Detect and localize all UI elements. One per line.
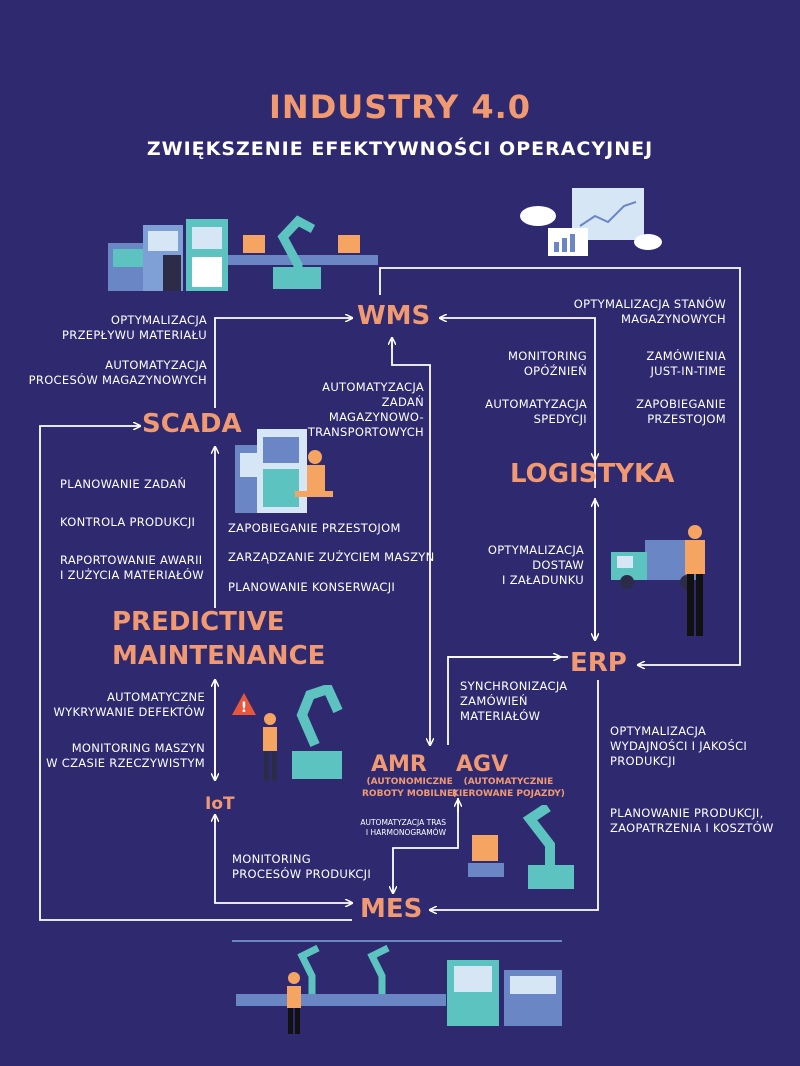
page-subtitle: ZWIĘKSZENIE EFEKTYWNOŚCI OPERACYJNEJ (146, 138, 654, 160)
label-monitoring-procesow: MONITORING PROCESÓW PRODUKCJI (232, 852, 372, 881)
cloud-dashboard-icon (520, 188, 662, 256)
label-zarzadzanie-zuzyciem: ZARZĄDZANIE ZUŻYCIEM MASZYN (228, 550, 435, 564)
label-autom-wykrywanie: AUTOMATYCZNE WYKRYWANIE DEFEKTÓW (53, 690, 205, 719)
node-mes: MES (360, 894, 423, 924)
label-synchronizacja: SYNCHRONIZACJA ZAMÓWIEŃ MATERIAŁÓW (460, 679, 568, 723)
operator-workstation-icon (235, 429, 333, 513)
svg-text:!: ! (241, 700, 247, 716)
label-planowanie-zadan: PLANOWANIE ZADAŃ (60, 477, 187, 491)
node-wms: WMS (357, 301, 431, 331)
node-iot: IoT (205, 794, 235, 814)
node-agv: AGV (456, 752, 509, 777)
label-zapobieganie-przestojom-r: ZAPOBIEGANIE PRZESTOJOM (636, 397, 726, 426)
label-opt-wydajnosci: OPTYMALIZACJA WYDAJNOŚCI I JAKOŚCI PRODU… (610, 724, 748, 768)
node-predictive: PREDICTIVE (112, 607, 285, 637)
production-line-icon (232, 940, 562, 1034)
label-monitoring-opoznien: MONITORING OPÓŹNIEŃ (508, 349, 587, 378)
label-autom-zadan: AUTOMATYZACJA ZADAŃ MAGAZYNOWO- TRANSPOR… (307, 380, 424, 439)
label-opt-przeplywu: OPTYMALIZACJA PRZEPŁYWU MATERIAŁU (62, 313, 207, 342)
node-amr-sub: (AUTONOMICZNE ROBOTY MOBILNE) (362, 777, 458, 799)
node-amr: AMR (371, 752, 427, 777)
label-zapobieganie-przestojom: ZAPOBIEGANIE PRZESTOJOM (228, 521, 401, 535)
node-agv-sub: (AUTOMATYCZNIE KIEROWANE POJAZDY) (452, 777, 565, 799)
label-planowanie-produkcji: PLANOWANIE PRODUKCJI, ZAOPATRZENIA I KOS… (610, 806, 774, 835)
label-zamowienia-jit: ZAMÓWIENIA JUST-IN-TIME (646, 349, 726, 378)
node-scada: SCADA (142, 409, 242, 439)
label-planowanie-konserwacji: PLANOWANIE KONSERWACJI (228, 580, 396, 594)
warning-robot-icon: ! (232, 685, 343, 781)
node-logistyka: LOGISTYKA (510, 459, 675, 489)
label-monitoring-maszyn: MONITORING MASZYN W CZASIE RZECZYWISTYM (46, 741, 205, 770)
label-kontrola-produkcji: KONTROLA PRODUKCJI (60, 515, 196, 529)
truck-worker-icon (611, 525, 705, 636)
label-autom-tras: AUTOMATYZACJA TRAS I HARMONOGRAMÓW (360, 818, 446, 837)
label-autom-spedycji: AUTOMATYZACJA SPEDYCJI (485, 397, 587, 426)
node-maintenance: MAINTENANCE (112, 641, 326, 671)
label-autom-procesow-mag: AUTOMATYZACJA PROCESÓW MAGAZYNOWYCH (28, 358, 207, 387)
node-erp: ERP (570, 648, 627, 678)
page-title: INDUSTRY 4.0 (269, 88, 531, 126)
agv-robot-icon (468, 805, 574, 889)
label-raportowanie: RAPORTOWANIE AWARII I ZUŻYCIA MATERIAŁÓW (60, 553, 204, 582)
label-opt-stanow: OPTYMALIZACJA STANÓW MAGAZYNOWYCH (573, 297, 726, 326)
factory-machines-icon (108, 215, 378, 291)
label-opt-dostaw: OPTYMALIZACJA DOSTAW I ZAŁADUNKU (487, 543, 584, 587)
